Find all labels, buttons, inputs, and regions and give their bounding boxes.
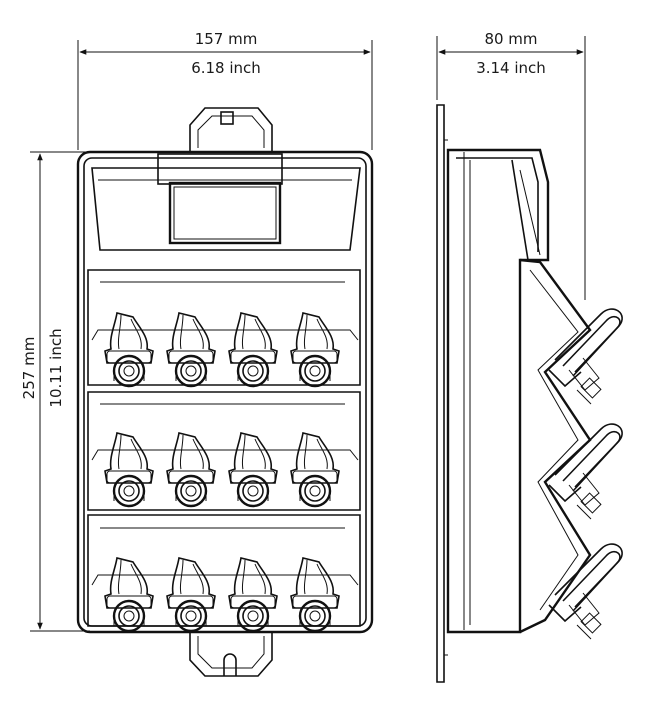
bay-row-1 bbox=[87, 269, 361, 388]
bay-row-3 bbox=[87, 514, 361, 633]
height-mm-label: 257 mm bbox=[20, 337, 38, 400]
side-depth-inch-label: 3.14 inch bbox=[476, 59, 546, 77]
front-width-mm-label: 157 mm bbox=[195, 30, 258, 48]
side-clamp-3 bbox=[548, 543, 623, 640]
side-depth-mm-label: 80 mm bbox=[484, 30, 537, 48]
side-view bbox=[436, 36, 623, 683]
height-inch-label: 10.11 inch bbox=[47, 328, 65, 407]
bay-row-2 bbox=[87, 391, 361, 511]
front-view bbox=[30, 40, 374, 677]
front-width-inch-label: 6.18 inch bbox=[191, 59, 261, 77]
